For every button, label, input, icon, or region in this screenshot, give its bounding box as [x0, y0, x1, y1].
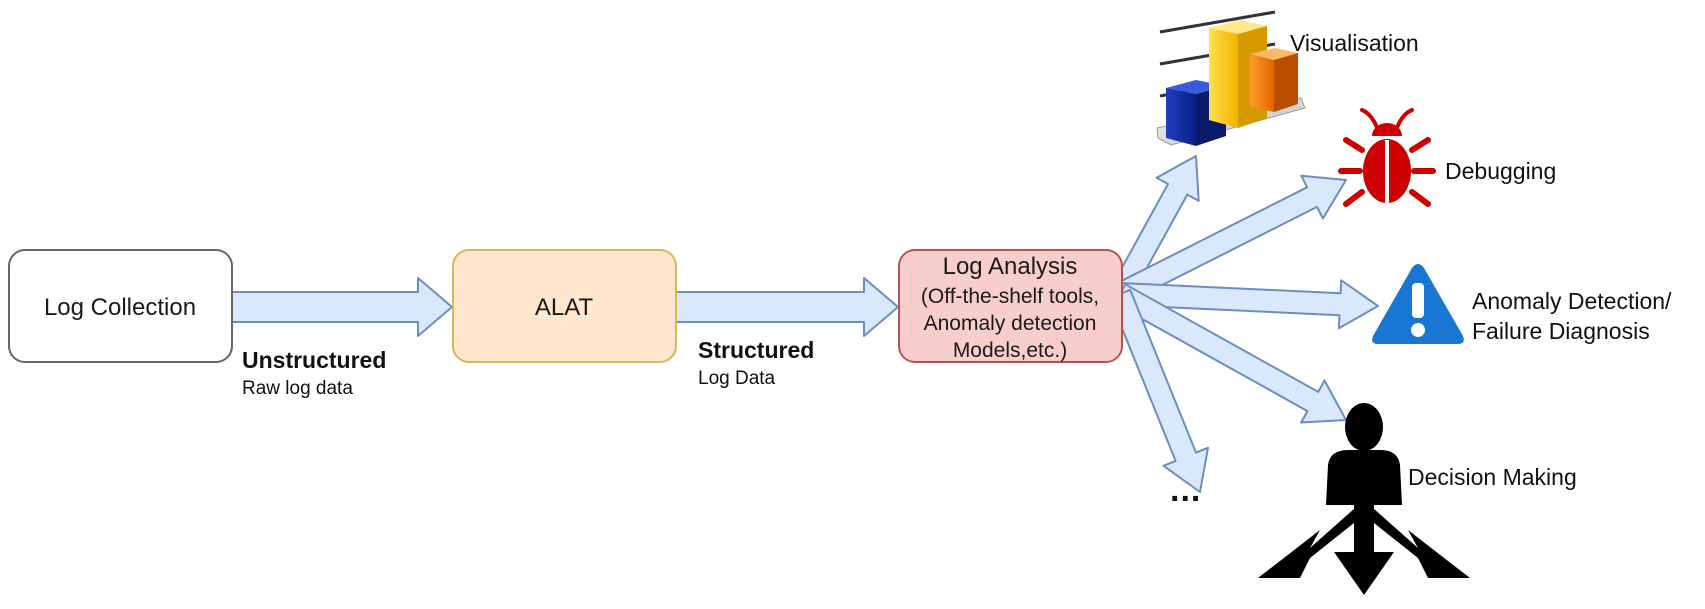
warning-icon	[1372, 264, 1464, 344]
alat-label: ALAT	[535, 294, 594, 321]
arrow-to-debugging	[1114, 174, 1347, 305]
bug-icon	[1338, 108, 1436, 207]
arrow-alat-to-analysis	[675, 277, 899, 337]
alat-node: ALAT	[452, 249, 677, 363]
arrow-to-anomaly	[1118, 279, 1379, 330]
log-collection-node: Log Collection	[8, 249, 233, 363]
anomaly-label-line-1: Anomaly Detection/	[1472, 288, 1672, 314]
log-analysis-line-2: Anomaly detection	[924, 312, 1097, 335]
arrow-to-more	[1108, 288, 1209, 493]
log-analysis-title: Log Analysis	[943, 253, 1078, 280]
anomaly-label-line-2: Failure Diagnosis	[1472, 318, 1650, 344]
unstructured-label: Unstructured	[242, 347, 387, 373]
more-ellipsis: ...	[1170, 471, 1202, 509]
arrow-to-decision	[1113, 283, 1347, 424]
log-collection-label: Log Collection	[44, 294, 196, 321]
arrow-collection-to-alat	[231, 277, 453, 337]
log-data-label: Log Data	[698, 368, 776, 389]
log-analysis-node: Log Analysis (Off-the-shelf tools, Anoma…	[898, 249, 1123, 363]
visualisation-label: Visualisation	[1290, 30, 1419, 56]
bar-chart-icon	[1156, 10, 1306, 146]
raw-log-data-label: Raw log data	[242, 378, 353, 399]
fan-out-arrows	[1108, 155, 1379, 493]
decision-making-label: Decision Making	[1408, 464, 1577, 490]
log-analysis-line-1: (Off-the-shelf tools,	[921, 285, 1099, 308]
log-analysis-line-3: Models,etc.)	[953, 339, 1067, 362]
debugging-label: Debugging	[1445, 158, 1557, 184]
structured-label: Structured	[698, 337, 815, 363]
person-decision-icon	[1258, 403, 1470, 595]
